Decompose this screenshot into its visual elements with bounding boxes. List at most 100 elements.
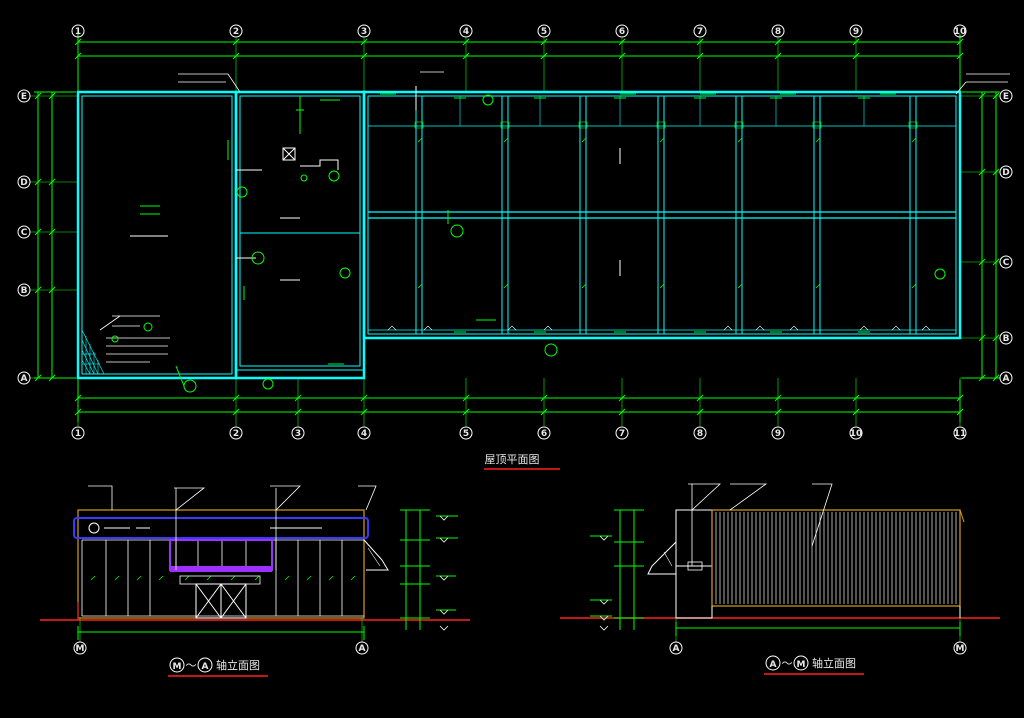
grid-bubble-circle — [17, 371, 31, 385]
drain-symbol — [543, 325, 553, 331]
grid-bubble-label: 9 — [775, 429, 781, 439]
entrance-volume — [675, 509, 713, 619]
grid-bubble-circle — [615, 426, 629, 440]
top-dimension-lines — [77, 34, 961, 92]
dimension-tick — [34, 178, 42, 186]
dimension-tick — [978, 258, 986, 266]
facade-ribs — [715, 512, 957, 604]
left-elevation: M ～ A 轴立面图 — [40, 485, 470, 677]
grid-bubble-label: 5 — [541, 27, 547, 37]
grid-bubble-label: 6 — [619, 27, 625, 37]
grid-bubble-circle — [357, 426, 371, 440]
grid-bubble-circle — [999, 331, 1013, 345]
grid-bubble-label: D — [20, 178, 27, 188]
drain-symbol — [891, 325, 901, 331]
grid-bubble: 10 — [953, 24, 967, 38]
grid-bubble-label: M — [76, 644, 85, 654]
grid-bubble-circle — [291, 426, 305, 440]
dimension-tick — [978, 168, 986, 176]
glass-mark — [90, 575, 96, 581]
column-cap — [500, 121, 510, 129]
side-canopy — [363, 539, 389, 571]
column-cap — [578, 121, 588, 129]
glass-mark — [230, 575, 236, 581]
grid-bubble: M — [953, 641, 967, 655]
grid-bubble: E — [17, 89, 31, 103]
grid-bubble-circle — [771, 426, 785, 440]
grid-bubble: 7 — [693, 24, 707, 38]
plan-title: 屋顶平面图 — [485, 453, 540, 466]
slope-arrow — [659, 283, 665, 289]
grid-bubble: 8 — [693, 426, 707, 440]
elev-left-level-marks — [439, 515, 449, 631]
glass-mark — [206, 575, 212, 581]
dimension-tick — [48, 286, 56, 294]
right-elevation: A ～ M 轴立面图 — [560, 483, 1000, 675]
elev-right-title: A ～ M 轴立面图 — [764, 655, 864, 675]
grid-bubble-label: E — [1003, 92, 1009, 102]
dimension-tick — [992, 258, 1000, 266]
hatch-area — [81, 329, 105, 375]
grid-bubble-circle — [229, 24, 243, 38]
right-dimension-lines — [962, 91, 1000, 379]
grid-bubble-circle — [999, 165, 1013, 179]
grid-bubble-label: A — [673, 644, 680, 654]
glass-mark — [158, 575, 164, 581]
grid-bubble: 9 — [771, 426, 785, 440]
grid-bubble: 7 — [615, 426, 629, 440]
column-cap — [908, 121, 918, 129]
glass-mark — [284, 575, 290, 581]
dimension-tick — [34, 374, 42, 382]
grid-bubble: 4 — [357, 426, 371, 440]
elev-right-title-axis-a: A — [770, 660, 777, 670]
grid-bubble: 1 — [71, 426, 85, 440]
grid-bubble-label: 10 — [850, 429, 863, 439]
dimension-tick — [992, 168, 1000, 176]
grid-bubble: 3 — [291, 426, 305, 440]
grid-bubble-circle — [357, 24, 371, 38]
note-block — [99, 315, 170, 363]
slope-arrow — [911, 283, 917, 289]
slope-arrow — [911, 137, 917, 143]
dimension-tick — [978, 92, 986, 100]
elev-left-title-axis-a: M — [173, 662, 182, 672]
entrance-canopy — [169, 539, 273, 571]
grid-bubble-label: 3 — [295, 429, 301, 439]
grid-bubble-circle — [17, 175, 31, 189]
drain-symbol — [859, 325, 869, 331]
grid-bubble-label: 8 — [697, 429, 703, 439]
elev-right-title-axis-b: M — [797, 660, 806, 670]
grid-bubble: 11 — [953, 426, 967, 440]
grid-bubble-circle — [999, 371, 1013, 385]
elev-left-level-dims — [400, 509, 458, 630]
grid-bubble-label: E — [21, 92, 27, 102]
grid-bubble-label: 2 — [233, 429, 239, 439]
dimension-tick — [34, 286, 42, 294]
grid-bubble: 2 — [229, 24, 243, 38]
grid-bubble-circle — [537, 426, 551, 440]
dimension-tick — [978, 334, 986, 342]
glass-mark — [328, 575, 334, 581]
elev-right-leaders — [688, 483, 833, 566]
grid-bubble: 2 — [229, 426, 243, 440]
grid-bubble-label: 1 — [75, 429, 81, 439]
grid-bubble-circle — [771, 24, 785, 38]
grid-bubble-circle — [229, 426, 243, 440]
grid-bubble-label: 10 — [954, 27, 967, 37]
dimension-tick — [992, 374, 1000, 382]
grid-bubble-circle — [17, 225, 31, 239]
grid-bubble: 5 — [459, 426, 473, 440]
slope-arrow — [581, 283, 587, 289]
grid-bubble-label: B — [21, 286, 28, 296]
grid-bubble: 10 — [849, 426, 863, 440]
glass-mark — [136, 575, 142, 581]
grid-bubble: 6 — [537, 426, 551, 440]
grid-bubble-label: 4 — [463, 27, 469, 37]
canopy-band — [170, 566, 272, 572]
glass-mark — [350, 575, 356, 581]
grid-bubble-circle — [849, 426, 863, 440]
dimension-tick — [48, 92, 56, 100]
